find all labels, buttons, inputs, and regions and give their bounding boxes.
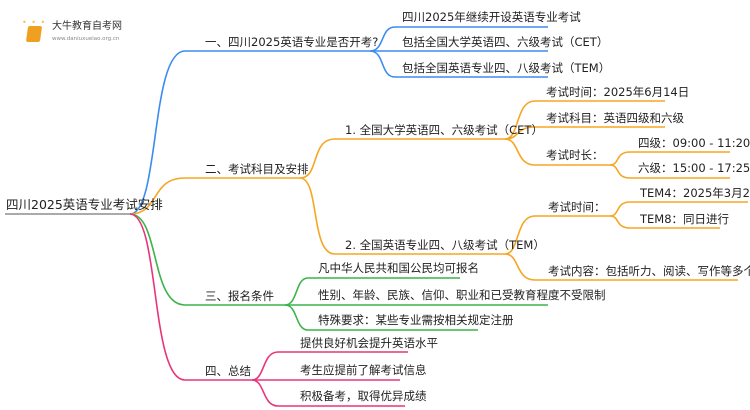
branch2-title: 二、考试科目及安排 <box>205 162 309 176</box>
cet-duration: 考试时长： <box>546 148 604 162</box>
branch4-title: 四、总结 <box>205 364 251 378</box>
branch4-item: 积极备考，取得优异成绩 <box>300 389 427 403</box>
logo-url: www.daniuxueiao.org.cn <box>52 36 120 42</box>
branch3-item: 特殊要求：某些专业需按相关规定注册 <box>318 313 514 327</box>
branch3-item: 凡中华人民共和国公民均可报名 <box>318 261 479 275</box>
branch1-item: 包括全国英语专业四、八级考试（TEM） <box>402 61 611 75</box>
logo-dots-icon: • • • <box>22 18 47 27</box>
cet6-time: 六级：15:00 - 17:25 <box>638 161 750 175</box>
tem4-date: TEM4：2025年3月29日 <box>640 186 750 200</box>
branch4-item: 提供良好机会提升英语水平 <box>300 336 438 350</box>
cet-time: 考试时间：2025年6月14日 <box>546 85 690 99</box>
tem-title: 2. 全国英语专业四、八级考试（TEM） <box>345 238 545 252</box>
logo-name: 大牛教育自考网 <box>52 21 122 32</box>
root-node: 四川2025英语专业考试安排 <box>6 197 163 212</box>
tem8-date: TEM8：同日进行 <box>640 212 730 226</box>
branch3-item: 性别、年龄、民族、信仰、职业和已受教育程度不受限制 <box>318 288 606 302</box>
branch1-item: 包括全国大学英语四、六级考试（CET） <box>402 35 609 49</box>
cet-title: 1. 全国大学英语四、六级考试（CET） <box>345 123 543 137</box>
branch3-title: 三、报名条件 <box>205 289 274 303</box>
branch1-item: 四川2025年继续开设英语专业考试 <box>402 10 581 24</box>
tem-time: 考试时间： <box>548 200 606 214</box>
branch1-title: 一、四川2025英语专业是否开考? <box>205 35 379 49</box>
logo: • • • 大牛教育自考网 www.daniuxueiao.org.cn <box>20 18 140 48</box>
branch4-item: 考生应提前了解考试信息 <box>300 363 427 377</box>
tem-content: 考试内容：包括听力、阅读、写作等多个部分 <box>548 264 750 278</box>
cet4-time: 四级：09:00 - 11:20 <box>638 136 750 150</box>
cet-subject: 考试科目：英语四级和六级 <box>546 111 684 125</box>
